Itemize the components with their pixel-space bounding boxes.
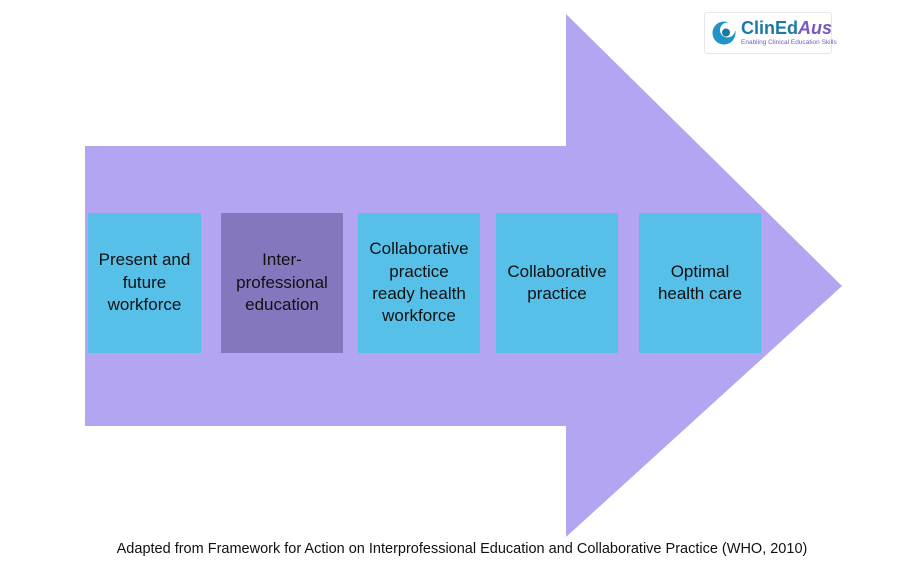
logo-tagline: Enabling Clinical Education Skills [741,39,837,47]
flow-step-interprofessional-education: Inter-professional education [221,213,343,353]
flow-step-label: Inter-professional education [236,250,328,315]
flow-step-label: Present and future workforce [98,250,191,315]
clinedaus-logo: ClinEdAus Enabling Clinical Education Sk… [704,12,837,54]
logo-text-clined: ClinEd [741,18,798,39]
flow-step-collaborative-practice: Collaborative practice [496,213,618,353]
logo-text-aus: Aus [798,18,833,39]
clinedaus-logo-wordmark: ClinEdAus [741,19,837,37]
flow-step-optimal-health-care: Optimal health care [639,213,761,353]
flow-step-label: Collaborative practice ready health work… [369,239,469,326]
flow-step-label: Collaborative practice [507,261,607,303]
flow-step-label: Optimal health care [657,261,743,303]
attribution-caption: Adapted from Framework for Action on Int… [116,541,808,557]
clinedaus-logo-icon [712,21,736,45]
flow-step-collaborative-practice-ready: Collaborative practice ready health work… [358,213,480,353]
flow-step-present-future-workforce: Present and future workforce [88,213,201,353]
clinedaus-logo-text: ClinEdAus Enabling Clinical Education Sk… [741,19,837,47]
